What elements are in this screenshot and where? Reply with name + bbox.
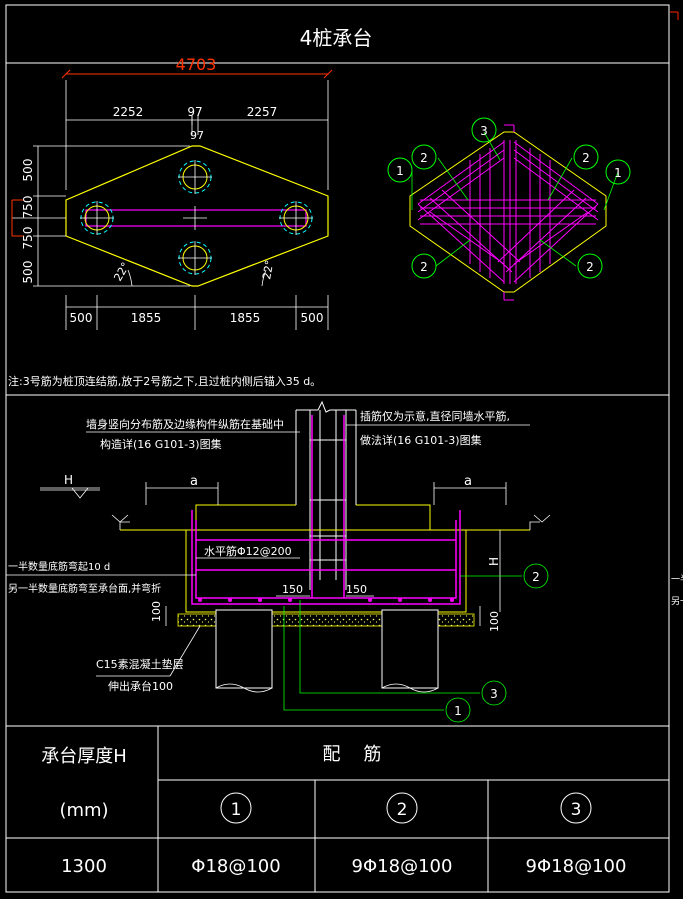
table-col-2: 2 [397, 800, 408, 820]
dim-150-left: 150 [282, 583, 303, 596]
table-col-1: 1 [231, 800, 242, 820]
overall-dimension: 4703 [176, 55, 217, 74]
angle-right: 22° [260, 259, 276, 280]
top-dim-3: 2257 [247, 105, 278, 119]
dim-100-left: 100 [150, 601, 163, 622]
a-left: a [190, 474, 198, 489]
top-dim-2: 97 [187, 105, 202, 119]
table-header-unit: (mm) [59, 800, 108, 821]
rebar-plan [409, 124, 619, 301]
a-right: a [464, 474, 472, 489]
piles [80, 160, 313, 275]
table-row-rebar-1: Φ18@100 [191, 856, 280, 877]
top-dim-1: 2252 [113, 105, 144, 119]
pile-cap-outline [65, 145, 329, 287]
bend-note-2: 另一半数量底筋弯至承台面,并弯折 [8, 582, 161, 595]
left-dim-3: 750 [21, 227, 35, 250]
bend-note-1: 一半数量底筋弯起10 d [8, 560, 110, 573]
top-sub-dim: 97 [190, 129, 204, 142]
label-wall-left-1: 墙身竖向分布筋及边缘构件纵筋在基础中 [86, 417, 284, 431]
edge-text-1: 一半 [671, 573, 683, 585]
dim-h: H [487, 557, 501, 566]
rebar-callout-4: 2 [582, 151, 590, 165]
rebar-callout-5: 1 [614, 166, 622, 180]
plan-view: 4703 2252 97 2257 97 [11, 55, 333, 330]
rebar-callout-3: 3 [480, 124, 488, 138]
dim-150-right: 150 [346, 583, 367, 596]
left-dim-4: 500 [21, 261, 35, 284]
left-dim-1: 500 [21, 159, 35, 182]
cushion-label-2: 伸出承台100 [108, 679, 173, 693]
horizontal-bar-label: 水平筋Φ12@200 [204, 544, 292, 558]
table-header-rebar: 配 筋 [323, 744, 382, 765]
ground-h-mark: H [64, 473, 73, 487]
table-row-rebar-2: 9Φ18@100 [352, 856, 453, 877]
table-row-thickness: 1300 [61, 856, 107, 877]
bottom-dim-2: 1855 [131, 311, 162, 325]
drawing-frame [5, 4, 670, 893]
dim-100-right: 100 [488, 611, 501, 632]
edge-text-2: 另一 [671, 596, 683, 607]
bottom-dim-3: 1855 [230, 311, 261, 325]
table-header-thickness: 承台厚度H [41, 746, 127, 767]
label-wall-right-1: 插筋仅为示意,直径同墙水平筋, [360, 409, 510, 423]
rebar-callout-6: 2 [420, 260, 428, 274]
bottom-dim-1: 500 [70, 311, 93, 325]
section-callout-2: 2 [532, 570, 540, 584]
rebar-plan-callouts [387, 117, 631, 279]
bottom-dim-4: 500 [301, 311, 324, 325]
left-dim-2: 750 [21, 196, 35, 219]
label-wall-left-2: 构造详(16 G101-3)图集 [100, 437, 222, 451]
rebar-callout-7: 2 [586, 260, 594, 274]
rebar-note: 注:3号筋为桩顶连结筋,放于2号筋之下,且过桩内侧后锚入35 d。 [8, 374, 321, 388]
drawing-title: 4桩承台 [300, 26, 373, 50]
label-wall-right-2: 做法详(16 G101-3)图集 [360, 433, 482, 447]
rebar-callout-1: 1 [396, 164, 404, 178]
rebar-table [6, 726, 669, 892]
cushion-label-1: C15素混凝土垫层 [96, 657, 184, 671]
angle-left: 22° [111, 260, 132, 283]
table-row-rebar-3: 9Φ18@100 [526, 856, 627, 877]
section-callout-3: 3 [490, 687, 498, 701]
section-view: H a a 墙身竖向分布筋及边缘构件纵筋在基础中 构造详(16 G101-3)图… [6, 400, 551, 723]
section-callout-1: 1 [454, 704, 462, 718]
table-col-3: 3 [571, 800, 582, 820]
rebar-callout-2: 2 [420, 151, 428, 165]
